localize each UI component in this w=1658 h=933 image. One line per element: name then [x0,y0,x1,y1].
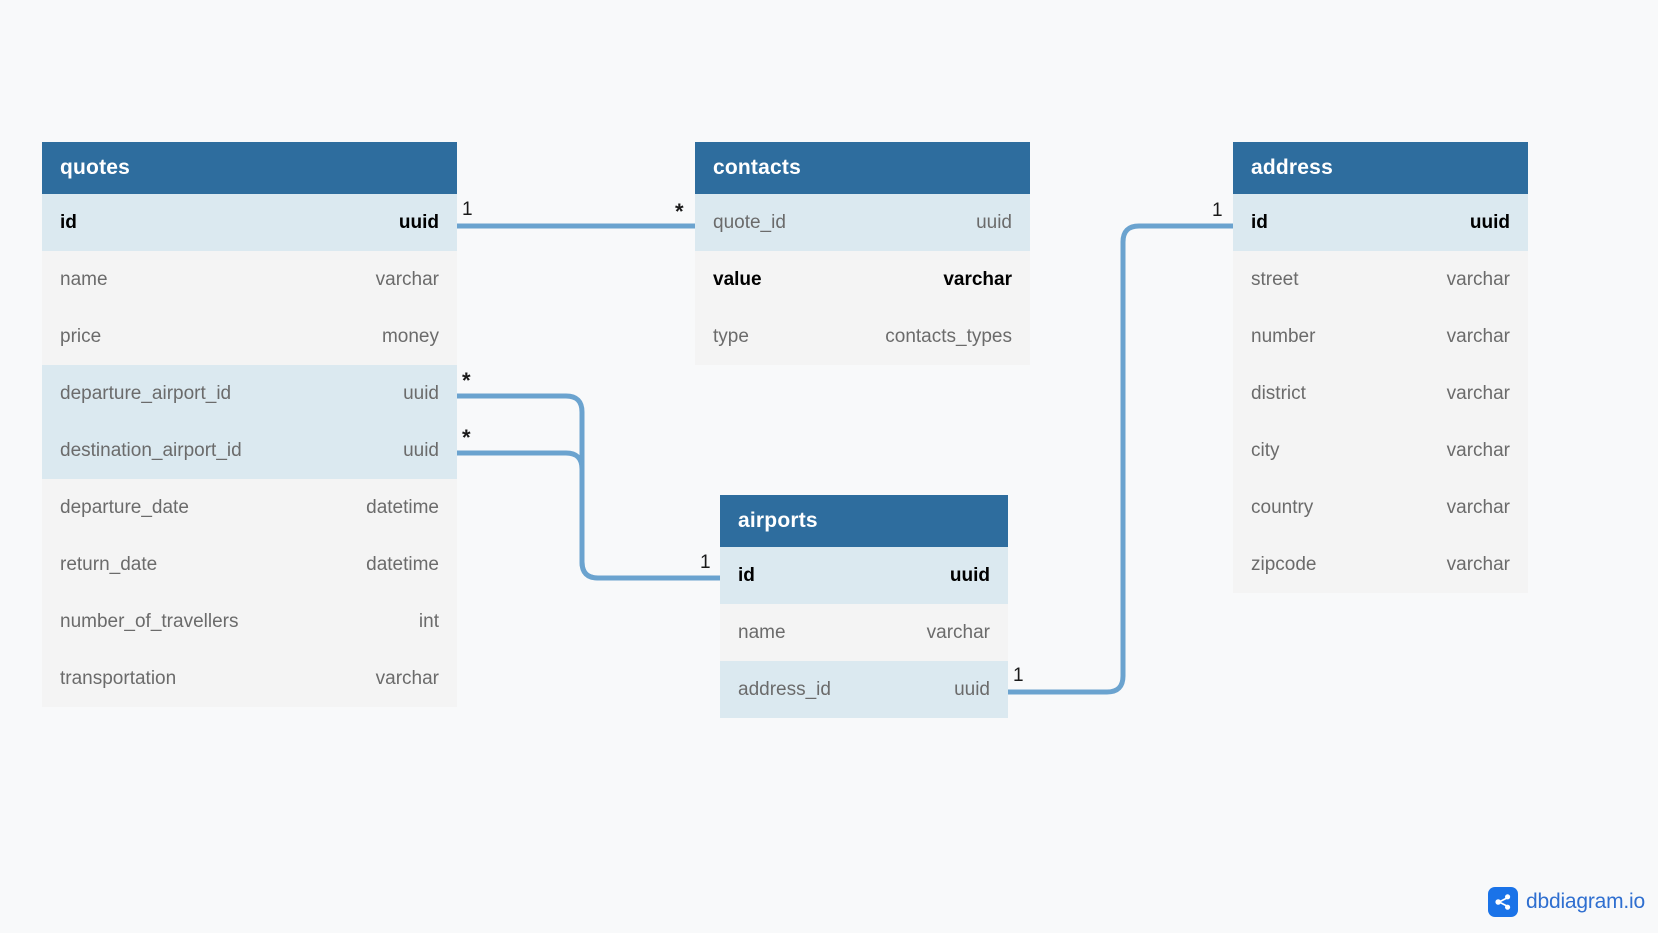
column-type: datetime [366,553,439,575]
column-type: money [381,325,439,347]
column-type: varchar [1446,382,1510,404]
table-row[interactable]: number varchar [1233,308,1528,365]
cardinality-label-contacts-quoteid-many: * [675,199,684,224]
column-name: district [1251,382,1306,404]
table-row[interactable]: city varchar [1233,422,1528,479]
column-type: uuid [403,439,439,461]
column-name: id [60,211,77,233]
table-header-contacts: contacts [695,142,1030,194]
column-type: varchar [1446,268,1510,290]
table-row[interactable]: value varchar [695,251,1030,308]
column-type: datetime [366,496,439,518]
column-type: varchar [926,621,990,643]
table-row[interactable]: name varchar [720,604,1008,661]
table-row[interactable]: departure_airport_id uuid [42,365,457,422]
table-row[interactable]: id uuid [42,194,457,251]
table-row[interactable]: departure_date datetime [42,479,457,536]
column-type: uuid [398,211,439,233]
column-name: name [738,621,786,643]
column-name: zipcode [1251,553,1317,575]
table-header-address: address [1233,142,1528,194]
cardinality-label-destination-many: * [462,425,471,450]
cardinality-label-airports-id-one: 1 [700,552,711,573]
table-row[interactable]: country varchar [1233,479,1528,536]
column-type: varchar [375,667,439,689]
column-name: country [1251,496,1314,518]
share-nodes-icon [1488,887,1518,917]
table-airports[interactable]: airports id uuid name varchar address_id uuid [720,495,1008,718]
table-quotes[interactable]: quotes id uuid name varchar price money departu… [42,142,457,707]
relationship-quotes-departure-airports[interactable] [454,393,723,581]
table-row[interactable]: name varchar [42,251,457,308]
table-header-airports: airports [720,495,1008,547]
column-type: varchar [1446,325,1510,347]
column-type: varchar [943,268,1012,290]
column-type: varchar [1446,496,1510,518]
table-row[interactable]: return_date datetime [42,536,457,593]
column-type: uuid [1469,211,1510,233]
column-type: varchar [375,268,439,290]
column-name: id [1251,211,1268,233]
column-name: address_id [738,678,831,700]
table-row[interactable]: zipcode varchar [1233,536,1528,593]
column-name: return_date [60,553,158,575]
cardinality-label-departure-many: * [462,368,471,393]
table-row[interactable]: type contacts_types [695,308,1030,365]
column-type: contacts_types [885,325,1012,347]
column-type: varchar [1446,439,1510,461]
column-type: uuid [976,211,1012,233]
column-name: departure_airport_id [60,382,232,404]
column-type: uuid [403,382,439,404]
column-name: name [60,268,108,290]
column-type: uuid [949,564,990,586]
cardinality-label-quotes-id-one: 1 [462,199,473,220]
column-name: departure_date [60,496,189,518]
column-name: type [713,325,749,347]
table-row[interactable]: district varchar [1233,365,1528,422]
column-name: id [738,564,755,586]
table-row[interactable]: price money [42,308,457,365]
table-row[interactable]: id uuid [1233,194,1528,251]
column-name: quote_id [713,211,786,233]
table-contacts[interactable]: contacts quote_id uuid value varchar type cont… [695,142,1030,365]
table-row[interactable]: quote_id uuid [695,194,1030,251]
column-type: varchar [1446,553,1510,575]
dbdiagram-logo-text: dbdiagram.io [1526,890,1646,913]
table-row[interactable]: number_of_travellers int [42,593,457,650]
table-row[interactable]: address_id uuid [720,661,1008,718]
table-header-quotes: quotes [42,142,457,194]
table-row[interactable]: transportation varchar [42,650,457,707]
column-name: value [713,268,762,290]
column-type: uuid [954,678,990,700]
column-name: transportation [60,667,177,689]
column-name: number [1251,325,1316,347]
table-row[interactable]: destination_airport_id uuid [42,422,457,479]
column-name: street [1251,268,1299,290]
table-row[interactable]: street varchar [1233,251,1528,308]
column-name: destination_airport_id [60,439,242,461]
relationship-airports-address[interactable] [1005,223,1236,695]
column-type: int [418,610,439,632]
column-name: number_of_travellers [60,610,239,632]
table-row[interactable]: id uuid [720,547,1008,604]
relationship-quotes-destination-airports[interactable] [454,450,723,581]
column-name: city [1251,439,1280,461]
column-name: price [60,325,102,347]
cardinality-label-address-id-one: 1 [1212,200,1223,221]
cardinality-label-airports-addressid-one: 1 [1013,665,1024,686]
dbdiagram-watermark[interactable]: dbdiagram.io [1488,887,1645,917]
